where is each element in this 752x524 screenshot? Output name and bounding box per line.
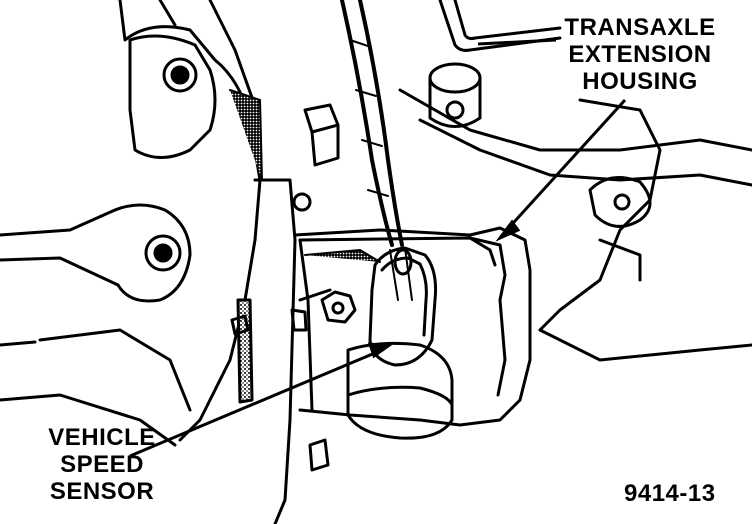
housing-leader-line <box>503 98 627 234</box>
wire-harness <box>340 0 404 247</box>
leader-lines <box>129 38 627 458</box>
mounting-bracket <box>0 0 262 447</box>
housing-label-line-3: HOUSING <box>582 68 698 95</box>
sensor-label-line-1: VEHICLE <box>48 424 156 451</box>
upper-boss <box>428 62 482 128</box>
lower-bolt <box>230 314 330 472</box>
sensor-label-line-3: SENSOR <box>49 478 155 505</box>
sensor-label-line-2: SPEED <box>60 451 144 478</box>
center-plate <box>229 89 297 524</box>
housing-arrowhead <box>495 219 521 242</box>
speed-sensor <box>346 246 454 440</box>
right-mount-arm <box>538 98 752 362</box>
bracket-bolt-holes <box>144 57 198 272</box>
extension-housing <box>293 226 532 427</box>
housing-bolt <box>290 290 357 332</box>
sensor-callout-label: VEHICLE SPEED SENSOR <box>38 424 166 505</box>
sensor-leader-line <box>129 348 383 458</box>
housing-callout-label: TRANSAXLE EXTENSION HOUSING <box>560 14 720 95</box>
housing-label-line-1: TRANSAXLE <box>564 14 716 41</box>
housing-label-line-2: EXTENSION <box>568 41 712 68</box>
housing-top-line <box>477 38 557 46</box>
sensor-arrowhead <box>367 342 393 359</box>
figure-number: 9414-13 <box>624 480 716 507</box>
upper-bolt <box>292 103 340 212</box>
